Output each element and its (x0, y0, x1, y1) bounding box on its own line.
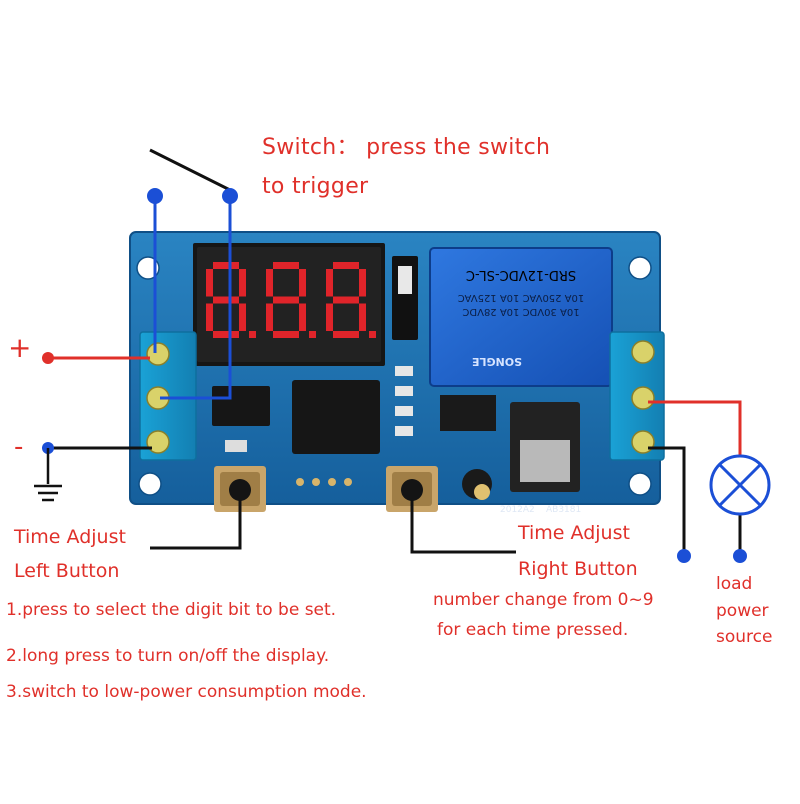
left-push-button (214, 466, 266, 512)
relay (429, 247, 613, 387)
left-button-note-3: 3.switch to low-power consumption mode. (6, 682, 367, 702)
minus-sign: - (14, 432, 24, 462)
right-button-note-1: number change from 0~9 (433, 590, 654, 610)
left-button-title-1: Time Adjust (14, 526, 126, 548)
relay-model-label: SRD-12VDC-SL-C (465, 267, 577, 282)
load-label-3: source (716, 627, 773, 647)
display-digit-2-segment-3 (273, 331, 299, 338)
display-digit-2-segment-7 (299, 303, 306, 331)
left-button-note-2: 2.long press to turn on/off the display. (6, 646, 330, 666)
display-digit-1-segment-1 (213, 262, 239, 269)
load-terminal-left (677, 549, 691, 563)
seven-segment-display (193, 243, 385, 366)
display-digit-3-segment-6 (326, 303, 333, 331)
pcb-components (212, 256, 580, 500)
display-digit-3-segment-1 (333, 262, 359, 269)
display-digit-2-segment-5 (299, 269, 306, 297)
display-digit-3-segment-5 (359, 269, 366, 297)
display-digit-2-dot (309, 331, 316, 338)
display-digit-3-segment-7 (359, 303, 366, 331)
display-digit-1-segment-4 (206, 269, 213, 297)
display-digit-2-segment-6 (266, 303, 273, 331)
pcb-code-2: AB3181 (546, 505, 582, 515)
display-digit-1-dot (249, 331, 256, 338)
right-button-title-1: Time Adjust (518, 522, 630, 544)
display-digit-1-segment-2 (213, 296, 239, 304)
left-button-title-2: Left Button (14, 560, 120, 582)
right-terminal-block (609, 331, 665, 461)
load-label-2: power (716, 601, 769, 621)
relay-brand-label: SONGLE (472, 355, 523, 368)
display-digit-2-segment-4 (266, 269, 273, 297)
button-leader-lines (150, 500, 516, 554)
display-digit-1-segment-3 (213, 331, 239, 338)
plus-sign: + (8, 331, 32, 364)
display-digit-2-segment-2 (273, 296, 299, 304)
lamp-icon (709, 454, 771, 516)
right-push-button (386, 466, 438, 512)
switch-label-line1: Switch： press the switch (262, 135, 551, 160)
load-terminal-right (733, 549, 747, 563)
pcb-code-1: 2012A2 (500, 505, 535, 515)
switch-terminal-right (222, 188, 238, 204)
load-label-1: load (716, 574, 753, 594)
display-digit-3-dot (369, 331, 376, 338)
right-button-title-2: Right Button (518, 558, 638, 580)
relay-rating-label-1: 10A 250VAC 10A 125VAC (457, 292, 585, 303)
display-digit-3-segment-4 (326, 269, 333, 297)
display-digit-1-segment-5 (239, 269, 246, 297)
left-terminal-block (139, 331, 197, 461)
ground-icon (34, 448, 62, 502)
trigger-switch (149, 148, 232, 400)
relay-rating-label-2: 10A 30VDC 10A 28VDC (462, 306, 580, 317)
display-digit-3-segment-2 (333, 296, 359, 304)
switch-label-line2: to trigger (262, 174, 369, 199)
display-digit-3-segment-3 (333, 331, 359, 338)
display-digit-1-segment-6 (206, 303, 213, 331)
left-button-note-1: 1.press to select the digit bit to be se… (6, 600, 337, 620)
display-digit-2-segment-1 (273, 262, 299, 269)
right-button-note-2: for each time pressed. (437, 620, 629, 640)
display-digit-1-segment-7 (239, 303, 246, 331)
switch-terminal-left (147, 188, 163, 204)
